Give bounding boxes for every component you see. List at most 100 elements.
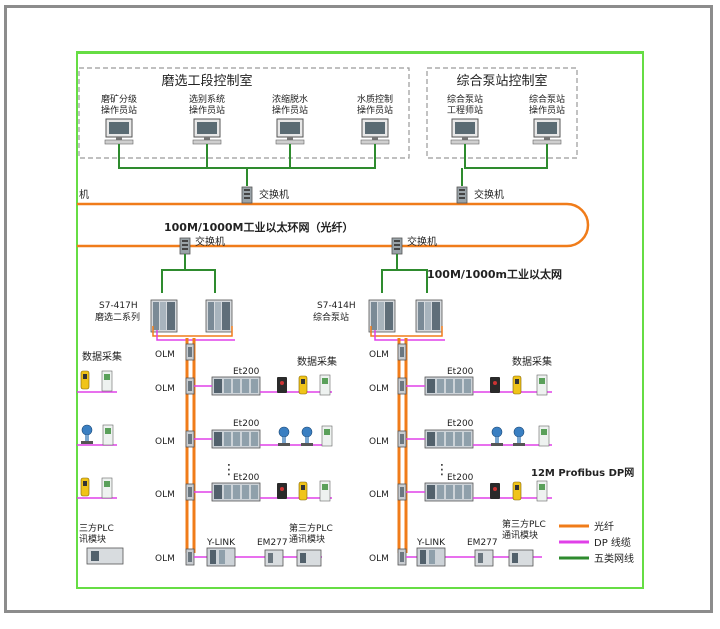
svg-text:Et200: Et200 [233, 367, 260, 377]
svg-text:OLM: OLM [369, 350, 389, 360]
monitor-icon [532, 118, 562, 145]
ellipsis-left: ⋮ [222, 462, 236, 478]
olm-icon [185, 548, 195, 566]
svg-text:Et200: Et200 [447, 473, 474, 483]
station-3: 浓缩脱水 操作员站 [272, 93, 308, 145]
svg-text:操作员站: 操作员站 [357, 104, 393, 116]
svg-text:操作员站: 操作员站 [272, 104, 308, 116]
et200-icon [424, 429, 474, 449]
svg-text:综合泵站: 综合泵站 [447, 93, 483, 105]
et200-icon [211, 482, 261, 502]
flow-transmitter-icon [300, 426, 314, 447]
svg-text:OLM: OLM [155, 437, 175, 447]
field-device-icon [490, 483, 500, 499]
svg-text:OLM: OLM [369, 490, 389, 500]
data-acq-label-2: 数据采集 [297, 355, 337, 368]
plc-sync-links [152, 326, 445, 341]
et200-icon [424, 376, 474, 396]
station-cat5-wiring [118, 144, 548, 186]
olm-icon [185, 483, 195, 501]
meter-icon [101, 477, 113, 499]
olm-icon [185, 343, 195, 361]
field-device-icon [277, 377, 287, 393]
profibus-label: 12M Profibus DP网 [531, 467, 634, 479]
monitor-icon [104, 118, 134, 145]
sensor-icon [80, 370, 90, 390]
olm-icon [397, 430, 407, 448]
plc-right-model: S7-414H [317, 301, 356, 311]
fiber-ring [77, 202, 590, 248]
third-plc-left-line1: 第三方PLC [289, 522, 333, 534]
svg-text:选别系统: 选别系统 [189, 93, 225, 105]
right-room-title: 综合泵站控制室 [456, 73, 547, 89]
olm-icon [397, 548, 407, 566]
svg-text:浓缩脱水: 浓缩脱水 [272, 93, 308, 105]
station-4: 水质控制 操作员站 [357, 93, 393, 145]
meter-icon [321, 425, 333, 447]
switch-icon [391, 237, 403, 255]
flow-transmitter-icon [80, 424, 94, 445]
meter-icon [536, 374, 548, 396]
switch-label-2: 交换机 [474, 188, 504, 201]
ylink-right [416, 547, 446, 567]
plc-left-name: 磨选二系列 [95, 311, 140, 323]
et200-icon [211, 429, 261, 449]
et200-icon [211, 376, 261, 396]
third-plc-partial-line2: 讯模块 [79, 533, 106, 545]
ethernet-label: 100M/1000m工业以太网 [427, 267, 562, 281]
switch-icon [179, 237, 191, 255]
meter-icon [319, 480, 331, 502]
svg-text:OLM: OLM [369, 437, 389, 447]
flow-transmitter-icon [512, 426, 526, 447]
em277-right [474, 549, 494, 567]
sensor-icon [512, 481, 522, 501]
left-room-title: 磨选工段控制室 [161, 73, 252, 89]
monitor-icon [450, 118, 480, 145]
flow-transmitter-icon [490, 426, 504, 447]
svg-text:Et200: Et200 [233, 419, 260, 429]
right-control-room [426, 67, 578, 159]
meter-icon [536, 480, 548, 502]
switch-label-partial: 机 [79, 188, 89, 201]
meter-icon [319, 374, 331, 396]
third-plc-left-line2: 通讯模块 [289, 533, 325, 545]
em277-label-left: EM277 [257, 538, 288, 548]
ylink-label-right: Y-LINK [416, 538, 446, 548]
sensor-icon [512, 375, 522, 395]
left-control-room [78, 67, 410, 159]
field-device-icon [277, 483, 287, 499]
monitor-icon [360, 118, 390, 145]
plc-rack-icon [150, 299, 178, 333]
em277-left [264, 549, 284, 567]
station-1: 磨矿分级 操作员站 [101, 93, 137, 145]
plc-rack-icon [368, 299, 396, 333]
third-plc-left [296, 549, 322, 567]
plc-left-model: S7-417H [99, 301, 138, 311]
switch-label-4: 交换机 [407, 235, 437, 248]
sensor-icon [80, 477, 90, 497]
third-plc-right [508, 549, 534, 567]
meter-icon [102, 424, 114, 446]
data-acq-label-3: 数据采集 [512, 355, 552, 368]
third-plc-partial [86, 547, 124, 565]
third-plc-right-line1: 第三方PLC [502, 518, 546, 530]
svg-text:操作员站: 操作员站 [529, 104, 565, 116]
svg-text:OLM: OLM [155, 554, 175, 564]
flow-transmitter-icon [277, 426, 291, 447]
legend: 光纤 DP 线缆 五类网线 [559, 520, 634, 565]
plc-rack-icon [205, 299, 233, 333]
legend-fiber-label: 光纤 [594, 520, 614, 533]
image-frame: 磨选工段控制室 综合泵站控制室 磨矿分级 操作员站 选别系统 操作员站 浓缩脱水… [4, 5, 713, 613]
svg-text:操作员站: 操作员站 [189, 104, 225, 116]
switch-label-3: 交换机 [195, 235, 225, 248]
station-6: 综合泵站 操作员站 [529, 93, 565, 145]
network-diagram: 磨选工段控制室 综合泵站控制室 磨矿分级 操作员站 选别系统 操作员站 浓缩脱水… [76, 51, 644, 589]
svg-text:操作员站: 操作员站 [101, 104, 137, 116]
plc-rack-icon [415, 299, 443, 333]
field-device-icon [490, 377, 500, 393]
data-acq-label-1: 数据采集 [82, 350, 122, 363]
switch-icon [456, 186, 468, 204]
svg-text:工程师站: 工程师站 [447, 104, 483, 116]
ellipsis-right: ⋮ [435, 462, 449, 478]
svg-text:Et200: Et200 [447, 419, 474, 429]
